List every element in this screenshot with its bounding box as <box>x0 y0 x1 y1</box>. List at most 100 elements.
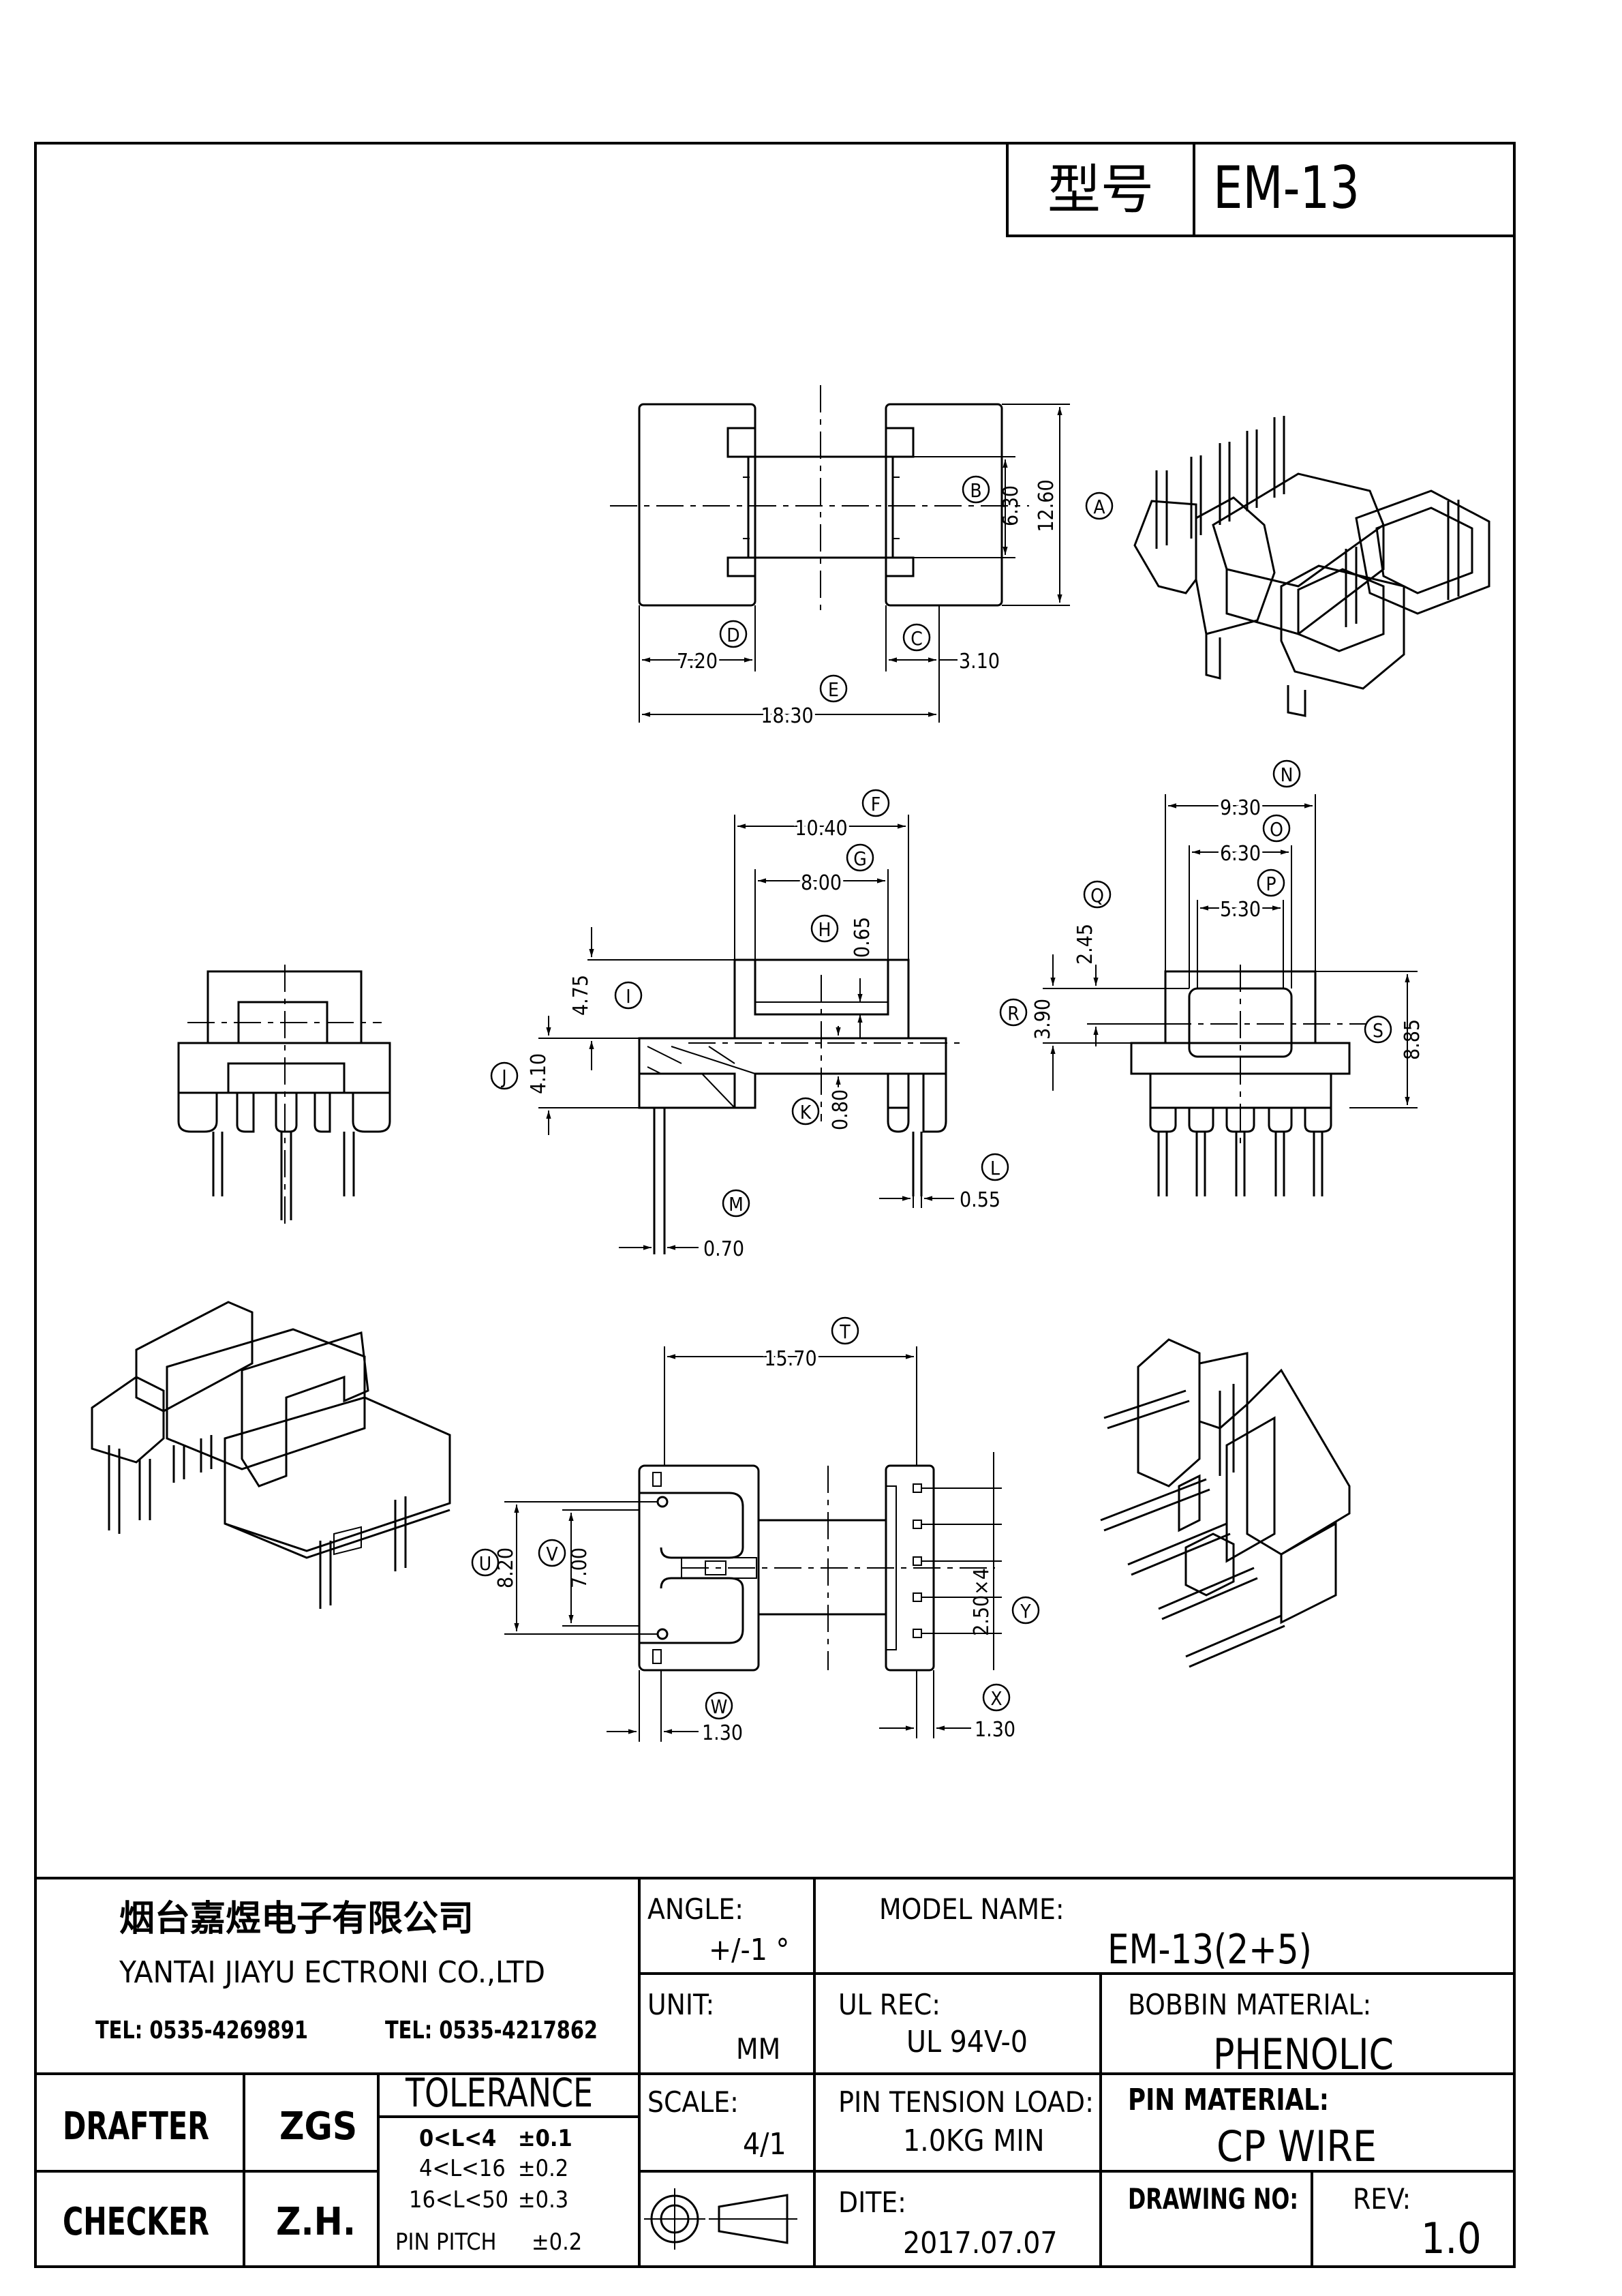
dim-c-value: 3.10 <box>959 650 1000 674</box>
tolerance-title: TOLERANCE <box>405 2070 593 2116</box>
tel-1: TEL: 0535-4269891 <box>95 2016 308 2044</box>
unit-label: UNIT: <box>647 1988 714 2021</box>
dimension-m: 0.70 M <box>619 1189 750 1261</box>
sheet-border <box>34 142 1516 2268</box>
dim-b-label: B <box>970 479 981 502</box>
company-name-cn: 烟台嘉煜电子有限公司 <box>119 1899 474 1939</box>
dim-t-value: 15.70 <box>764 1347 816 1371</box>
tol-range-3: 16<L<50 <box>409 2186 508 2214</box>
iso-view-1 <box>1133 416 1490 717</box>
model-value: EM-13 <box>1213 154 1360 222</box>
dimension-i: 4.75 I <box>569 927 735 1070</box>
angle-label: ANGLE: <box>647 1892 744 1926</box>
dimension-d: 7.20 D <box>639 605 756 723</box>
dimension-v: 7.00 V <box>538 1509 639 1627</box>
dim-s-value: 8.85 <box>1401 1019 1424 1060</box>
ul-rec-value: UL 94V-0 <box>906 2025 1028 2059</box>
dim-j-value: 4.10 <box>527 1053 551 1094</box>
dim-h-value: 0.65 <box>851 917 874 958</box>
angle-value: +/-1 ° <box>709 1933 789 1967</box>
dim-m-value: 0.70 <box>703 1237 744 1261</box>
bobbin-material-value: PHENOLIC <box>1213 2029 1394 2079</box>
drawing-no-label: DRAWING NO: <box>1128 2182 1298 2216</box>
model-name-label: MODEL NAME: <box>879 1892 1065 1926</box>
dimension-q: 2.45 Q <box>1073 880 1189 1046</box>
dim-m-label: M <box>729 1193 744 1215</box>
dimension-e: 18.30 E <box>642 671 940 731</box>
iso-view-3 <box>1100 1338 1351 1668</box>
pin-pitch-label: PIN PITCH <box>395 2229 497 2256</box>
pin-pitch-value: ±0.2 <box>532 2229 582 2256</box>
bobbin-material-label: BOBBIN MATERIAL: <box>1128 1988 1371 2021</box>
dim-v-value: 7.00 <box>568 1547 592 1588</box>
dim-l-value: 0.55 <box>960 1188 1000 1212</box>
dim-s-label: S <box>1373 1019 1383 1042</box>
dim-w-label: W <box>711 1695 728 1718</box>
dim-l-label: L <box>990 1157 1000 1179</box>
dim-f-value: 10.40 <box>795 817 847 841</box>
dimension-f: 10.40 F <box>734 789 909 960</box>
tol-range-1: 0<L<4 <box>419 2125 496 2152</box>
dim-a-label: A <box>1093 496 1105 518</box>
dim-p-value: 5.30 <box>1220 898 1261 922</box>
projection-symbol <box>644 2188 797 2250</box>
pin-tension-label: PIN TENSION LOAD: <box>838 2085 1094 2119</box>
company-name-en: YANTAI JIAYU ECTRONI CO.,LTD <box>119 1955 545 1990</box>
date-label: DITE: <box>838 2186 906 2219</box>
dimension-p: 5.30 P <box>1197 868 1285 988</box>
dim-u-label: U <box>479 1552 491 1575</box>
dim-c-label: C <box>911 627 923 650</box>
dimension-n: 9.30 N <box>1165 759 1316 971</box>
ul-rec-label: UL REC: <box>838 1988 940 2021</box>
dimension-w: 1.30 W <box>607 1670 743 1745</box>
rev-label: REV: <box>1353 2182 1411 2216</box>
dim-y-label: Y <box>1020 1600 1031 1622</box>
dimension-o: 6.30 O <box>1189 814 1292 988</box>
dim-t-label: T <box>839 1320 851 1343</box>
dimension-b: 6.30 B <box>913 456 1023 558</box>
dimension-y: 2.50×4 Y <box>921 1452 1040 1670</box>
dim-q-value: 2.45 <box>1073 924 1097 965</box>
dimension-g: 8.00 G <box>754 843 889 960</box>
dimension-t: 15.70 T <box>664 1316 917 1466</box>
dim-q-label: Q <box>1090 884 1104 907</box>
dim-i-value: 4.75 <box>569 975 593 1016</box>
dim-o-label: O <box>1270 818 1283 841</box>
model-name-value: EM-13(2+5) <box>1107 1926 1312 1974</box>
dimension-j: 4.10 J <box>490 1016 639 1135</box>
dimension-l: 0.55 L <box>879 1153 1009 1212</box>
dim-n-label: N <box>1281 764 1294 786</box>
dim-j-label: J <box>500 1066 506 1088</box>
dim-x-value: 1.30 <box>975 1718 1015 1742</box>
checker-label: CHECKER <box>63 2200 209 2244</box>
dimension-x: 1.30 X <box>879 1670 1015 1742</box>
dim-x-label: X <box>990 1687 1002 1710</box>
bottom-view <box>638 1464 995 1672</box>
tel-2: TEL: 0535-4217862 <box>385 2016 598 2044</box>
dim-g-label: G <box>853 847 867 870</box>
tol-value-2: ±0.2 <box>518 2155 568 2182</box>
dim-e-label: E <box>828 678 839 701</box>
front-view-main <box>638 958 961 1254</box>
top-view <box>610 385 1029 617</box>
pin-material-value: CP WIRE <box>1216 2121 1377 2171</box>
dim-p-label: P <box>1266 873 1276 895</box>
dimension-r: 3.90 R <box>999 954 1131 1091</box>
dim-b-value: 6.30 <box>999 485 1023 526</box>
dim-r-label: R <box>1007 1002 1020 1025</box>
dim-y-value: 2.50×4 <box>970 1568 994 1636</box>
dim-v-label: V <box>546 1543 558 1565</box>
dimension-h: 0.65 H <box>810 914 874 1038</box>
dim-o-value: 6.30 <box>1220 842 1261 866</box>
drafter-value: ZGS <box>279 2104 357 2149</box>
dim-g-value: 8.00 <box>801 871 842 895</box>
iso-view-2 <box>91 1301 451 1609</box>
tol-value-3: ±0.3 <box>518 2186 568 2214</box>
dimension-c: 3.10 C <box>885 605 1000 674</box>
pin-material-label: PIN MATERIAL: <box>1128 2083 1329 2117</box>
front-view-small <box>177 965 391 1227</box>
side-view <box>1118 965 1370 1196</box>
checker-value: Z.H. <box>276 2200 356 2244</box>
scale-label: SCALE: <box>647 2085 739 2119</box>
